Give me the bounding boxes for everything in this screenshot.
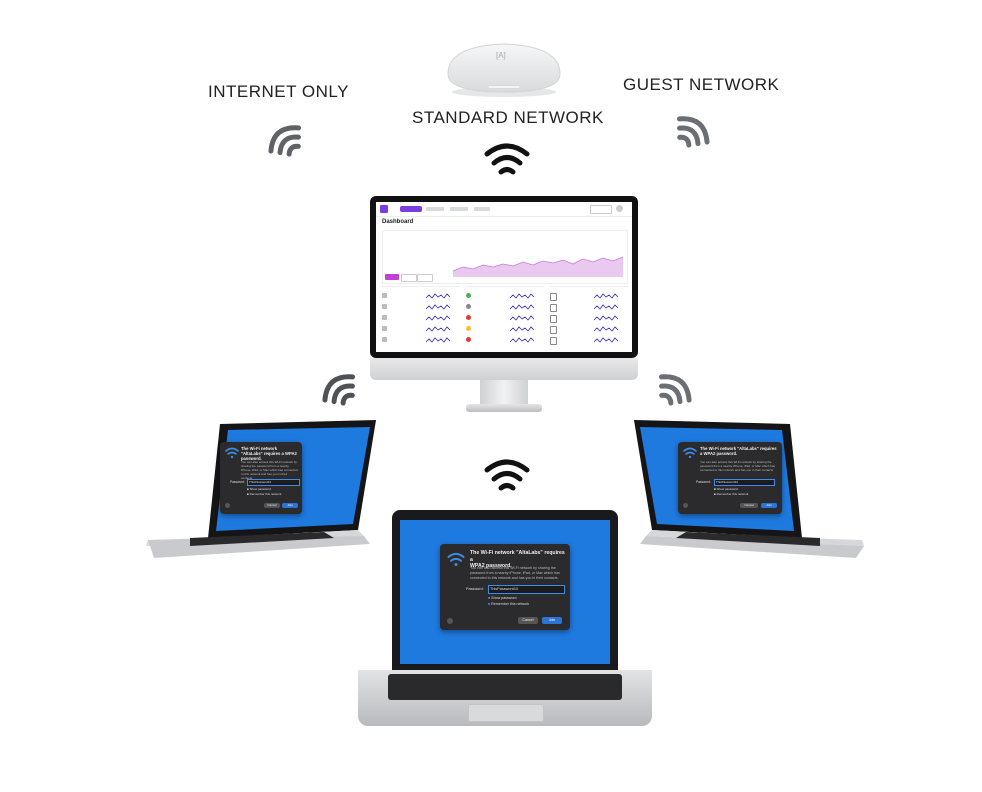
list-item[interactable] [550, 336, 628, 345]
list-item[interactable] [466, 314, 544, 322]
show-password-checkbox[interactable]: ■ Show password [488, 596, 517, 600]
remember-network-checkbox[interactable]: ■ Remember this network [247, 492, 282, 496]
help-icon[interactable] [225, 503, 230, 508]
password-input[interactable]: ThisPassword10 [247, 479, 300, 486]
nav-tab[interactable] [474, 207, 490, 211]
list-column [550, 286, 628, 348]
dialog-description-3: connected to this network and has you in… [470, 576, 559, 580]
wifi-dialog-icon [225, 447, 239, 459]
list-column [382, 286, 460, 348]
wifi-icon-left-laptop [322, 374, 356, 406]
monitor-screen: Dashboard [376, 202, 632, 352]
dialog-description: You can also access this Wi-Fi network b… [700, 460, 772, 464]
help-icon[interactable] [683, 503, 688, 508]
dashboard-nav-bar [376, 202, 632, 217]
access-point-device: [A] [444, 40, 564, 100]
wifi-icon-internet-only [268, 125, 302, 157]
list-item[interactable] [382, 292, 460, 300]
activity-chart-panel [382, 230, 628, 284]
password-label: Password: [230, 480, 245, 484]
password-label: Password: [696, 480, 711, 484]
list-item[interactable] [466, 303, 544, 311]
dialog-description-2: password from a nearby iPhone, iPad, or … [470, 571, 560, 575]
remember-network-checkbox[interactable]: ■ Remember this network [488, 602, 530, 606]
show-password-checkbox[interactable]: ■ Show password [714, 487, 738, 491]
activity-chart [452, 256, 624, 277]
laptop-right: The Wi-Fi network "AltaLabs" requires a … [628, 418, 864, 564]
cancel-button[interactable]: Cancel [264, 503, 280, 508]
password-label: Password: [466, 587, 484, 591]
dashboard-title: Dashboard [382, 219, 414, 225]
cancel-button[interactable]: Cancel [518, 617, 538, 624]
guest-network-label: GUEST NETWORK [623, 75, 780, 94]
list-item[interactable] [550, 314, 628, 323]
monitor-chin [370, 358, 638, 380]
password-input[interactable]: ThisPassword10 [714, 479, 775, 486]
dialog-title: The Wi-Fi network "AltaLabs" requires a [470, 550, 565, 563]
list-item[interactable] [550, 303, 628, 312]
wifi-icon-guest [676, 116, 710, 148]
dialog-title: The Wi-Fi network "AltaLabs" requires a [241, 446, 284, 456]
list-item[interactable] [466, 325, 544, 333]
dialog-title-2: WPA2 password. [470, 563, 512, 569]
list-item[interactable] [382, 336, 460, 344]
avatar[interactable] [616, 205, 623, 212]
wifi-icon-center-laptop [484, 459, 530, 491]
dialog-title-2: WPA2 password. [703, 451, 738, 456]
list-item[interactable] [550, 325, 628, 334]
dialog-description: You can also access this Wi-Fi network b… [241, 460, 297, 468]
join-button[interactable]: Join [761, 503, 777, 508]
standard-network-label: STANDARD NETWORK [412, 108, 604, 127]
wifi-icon-right-laptop [658, 374, 692, 406]
laptop-center-keyboard [388, 674, 622, 700]
join-button[interactable]: Join [542, 617, 562, 624]
cancel-button[interactable]: Cancel [740, 503, 758, 508]
list-item[interactable] [382, 325, 460, 333]
internet-only-label: INTERNET ONLY [208, 82, 349, 101]
nav-tab[interactable] [450, 207, 468, 211]
chart-filter-button[interactable] [385, 274, 399, 280]
router-logo: [A] [496, 51, 506, 60]
wifi-icon-standard [484, 143, 530, 175]
list-item[interactable] [382, 314, 460, 322]
list-item[interactable] [466, 336, 544, 344]
join-button[interactable]: Join [282, 503, 298, 508]
list-item[interactable] [550, 292, 628, 301]
dialog-title-2: WPA2 password. [241, 451, 297, 461]
help-icon[interactable] [447, 618, 453, 624]
nav-tab[interactable] [426, 207, 444, 211]
wifi-dialog-icon [683, 447, 697, 459]
wifi-password-dialog-left: The Wi-Fi network "AltaLabs" requires a … [220, 442, 302, 514]
show-password-checkbox[interactable]: ■ Show password [247, 487, 271, 491]
wifi-dialog-icon [447, 552, 465, 566]
remember-network-checkbox[interactable]: ■ Remember this network [714, 492, 749, 496]
dashboard-logo-icon [380, 205, 388, 213]
dialog-description: You can also access this Wi-Fi network b… [470, 566, 556, 570]
laptop-center-trackpad [468, 704, 544, 722]
list-item[interactable] [382, 303, 460, 311]
monitor-stand-base [466, 404, 542, 412]
laptop-left: The Wi-Fi network "AltaLabs" requires a … [146, 418, 382, 564]
dialog-description-3: connected to this network and has you in… [700, 468, 774, 472]
dialog-description-3: connected to this network and has you in… [241, 468, 298, 480]
list-column [466, 286, 544, 348]
wifi-password-dialog-right: The Wi-Fi network "AltaLabs" requires a … [678, 442, 782, 514]
chart-filter-button[interactable] [417, 274, 433, 282]
dialog-description-2: password from a nearby iPhone, iPad, or … [241, 464, 289, 472]
list-item[interactable] [466, 292, 544, 300]
desktop-monitor: Dashboard [370, 196, 638, 418]
chart-filter-button[interactable] [401, 274, 417, 282]
dialog-description-2: password from a nearby iPhone, iPad, or … [700, 464, 776, 468]
nav-select[interactable] [590, 205, 612, 214]
nav-tab-active[interactable] [400, 206, 422, 212]
monitor-stand [480, 380, 528, 406]
password-input[interactable]: ThisPassword10 [488, 585, 565, 594]
